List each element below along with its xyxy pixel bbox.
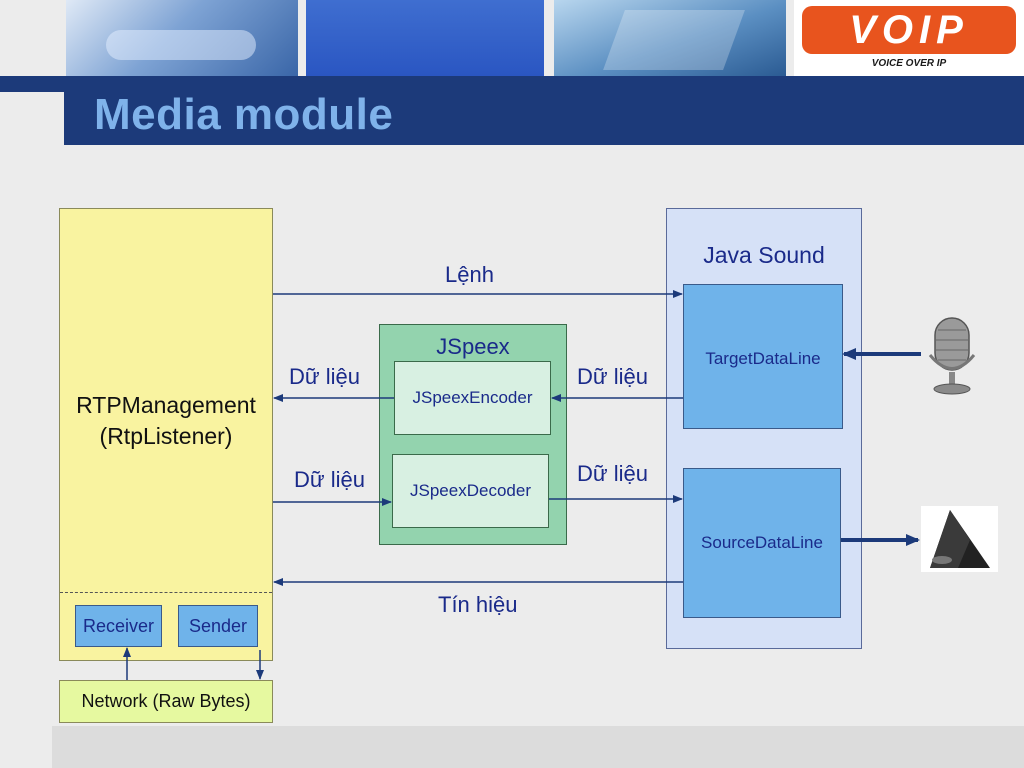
voip-logo: VOIP VOICE OVER IP [794,0,1024,76]
banner-image-building [554,0,786,76]
data-label-left-top: Dữ liệu [289,364,360,389]
jspeex-decoder-label: JSpeexDecoder [410,481,531,500]
data-label-right-top: Dữ liệu [577,364,648,389]
rtp-management-line1: RTPManagement [76,392,256,418]
logo-text: VOIP [849,8,969,52]
sender-label: Sender [188,615,248,636]
speaker-icon [921,506,998,572]
source-dataline-box: SourceDataLine [683,468,841,618]
source-dataline-label: SourceDataLine [701,533,823,552]
jspeex-encoder-box: JSpeexEncoder [394,361,551,435]
receiver-label: Receiver [82,615,155,636]
rtp-management-box [59,208,273,661]
title-bar: Media module [64,76,1024,145]
network-label: Network (Raw Bytes) [81,691,251,711]
target-dataline-box: TargetDataLine [683,284,843,429]
jspeex-title: JSpeex [436,334,510,359]
left-accent [0,76,64,92]
target-dataline-label: TargetDataLine [705,349,821,368]
receiver-box: Receiver [75,605,162,647]
jspeex-encoder-label: JSpeexEncoder [412,388,533,407]
rtp-management-line2: (RtpListener) [99,423,233,449]
java-sound-title: Java Sound [703,242,825,268]
logo-subtitle: VOICE OVER IP [871,58,947,69]
data-label-right-bottom: Dữ liệu [577,461,648,486]
rtp-divider [60,592,272,593]
data-label-left-bottom: Dữ liệu [294,467,365,492]
banner-image-hands [66,0,298,76]
network-box: Network (Raw Bytes) [59,680,273,723]
page-title: Media module [94,90,394,139]
command-label: Lệnh [445,262,494,287]
banner-image-blue [306,0,544,76]
jspeex-decoder-box: JSpeexDecoder [392,454,549,528]
footer-strip [52,726,1024,768]
microphone-icon [928,317,976,395]
rtp-management-label: RTPManagement (RtpListener) [59,390,273,452]
signal-label: Tín hiệu [438,592,518,617]
sender-box: Sender [178,605,258,647]
